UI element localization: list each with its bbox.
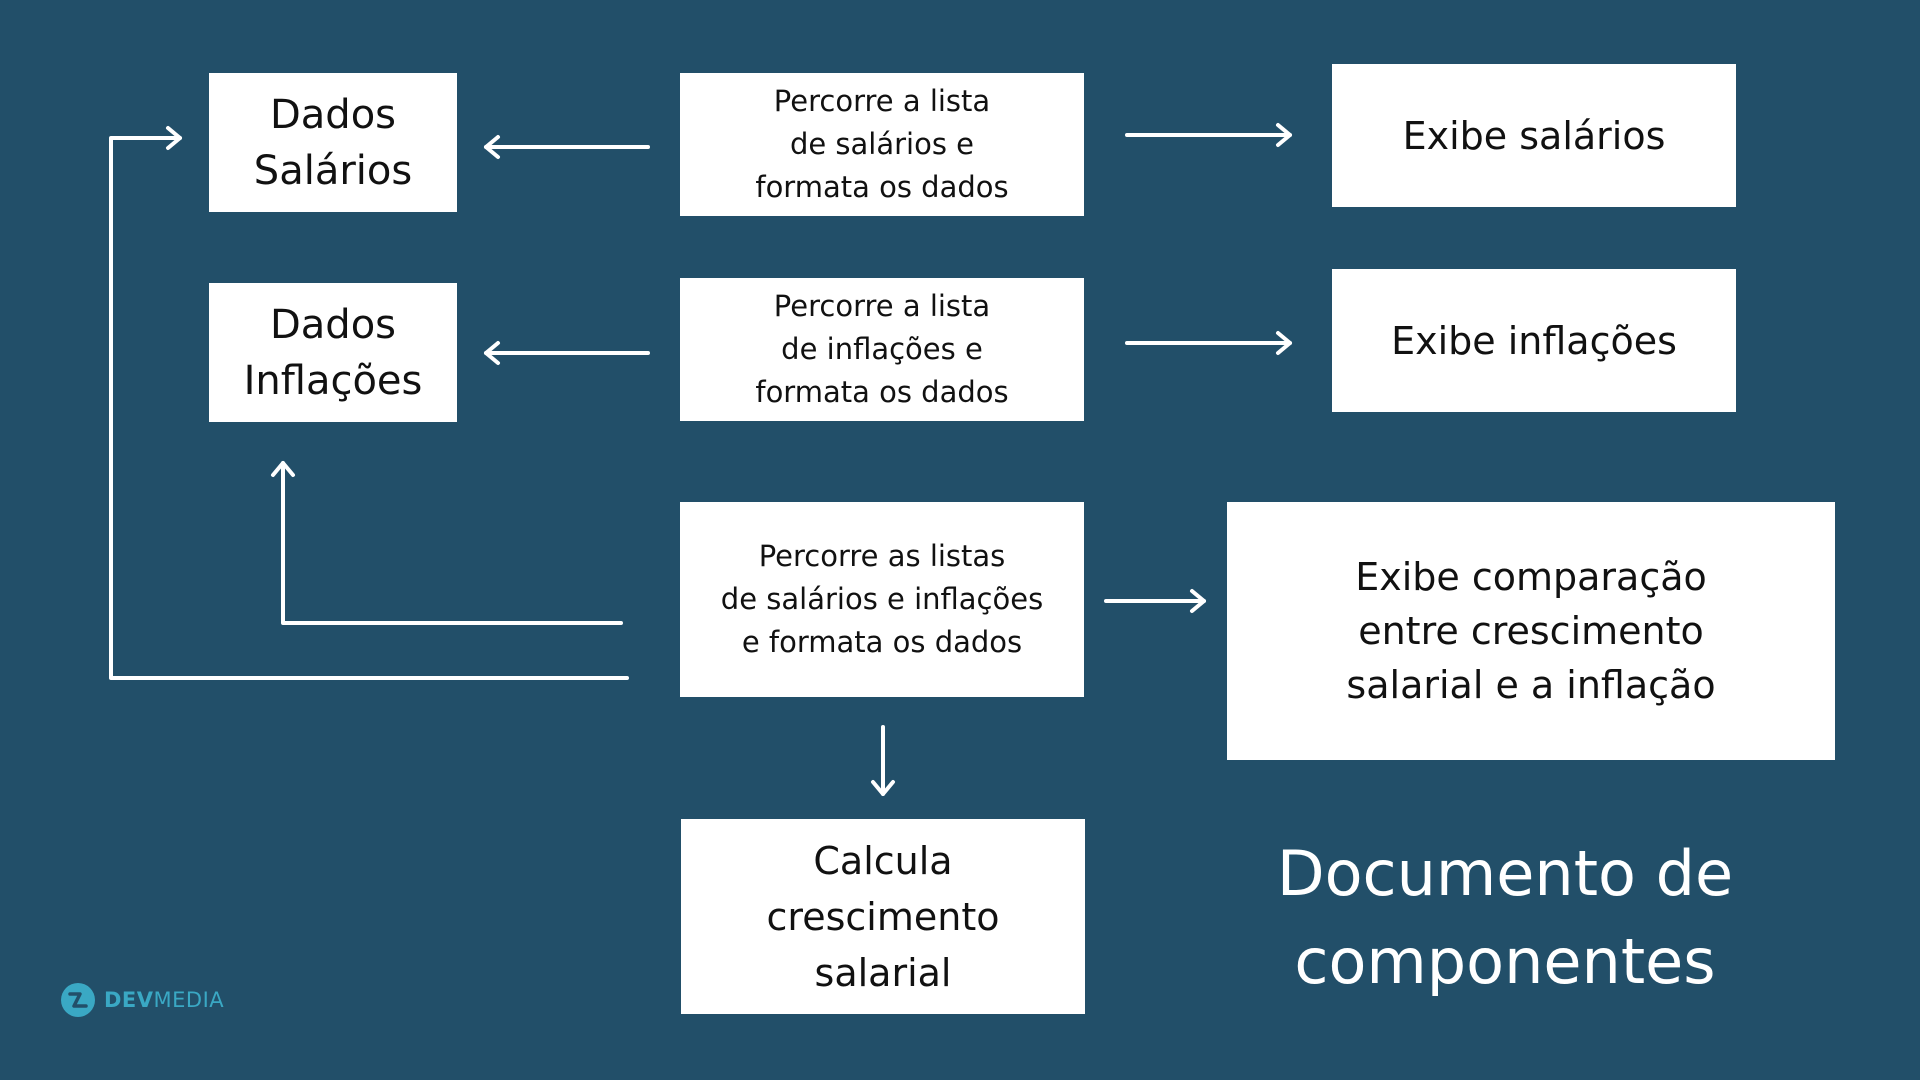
diagram-title: Documento de componentes: [1276, 837, 1734, 998]
exibe-comparacao-box: Exibe comparação entre crescimento salar…: [1227, 502, 1835, 760]
percorre-ambas-box: Percorre as listas de salários e inflaçõ…: [680, 502, 1084, 697]
arrow-elbow-to-dados-inflacoes: [281, 461, 623, 625]
calcula-crescimento-box: Calcula crescimento salarial: [681, 819, 1085, 1014]
exibe-comparacao-label: Exibe comparação entre crescimento salar…: [1346, 555, 1716, 707]
percorre-ambas-label: Percorre as listas de salários e inflaçõ…: [720, 539, 1044, 659]
exibe-inflacoes-box: Exibe inflações: [1332, 269, 1736, 412]
logo-brand-light: MEDIA: [153, 988, 225, 1012]
percorre-salarios-box: Percorre a lista de salários e formata o…: [680, 73, 1084, 216]
devmedia-logo-text: DEVMEDIA: [104, 988, 224, 1012]
calcula-crescimento-label: Calcula crescimento salarial: [766, 838, 1000, 995]
arrow-elbow-to-dados-salarios: [109, 136, 629, 680]
exibe-salarios-label: Exibe salários: [1402, 113, 1666, 158]
exibe-inflacoes-label: Exibe inflações: [1391, 318, 1677, 363]
dados-salarios-box: Dados Salários: [209, 73, 457, 212]
exibe-salarios-box: Exibe salários: [1332, 64, 1736, 207]
percorre-inflacoes-box: Percorre a lista de inflações e formata …: [680, 278, 1084, 421]
dados-inflacoes-box: Dados Inflações: [209, 283, 457, 422]
percorre-inflacoes-label: Percorre a lista de inflações e formata …: [755, 289, 1009, 409]
dados-salarios-label: Dados Salários: [253, 91, 413, 194]
logo-brand-bold: DEV: [104, 988, 154, 1012]
percorre-salarios-label: Percorre a lista de salários e formata o…: [755, 84, 1009, 204]
dados-inflacoes-label: Dados Inflações: [243, 301, 423, 404]
devmedia-logo-icon: [61, 983, 95, 1017]
devmedia-logo: DEVMEDIA: [60, 978, 224, 1022]
